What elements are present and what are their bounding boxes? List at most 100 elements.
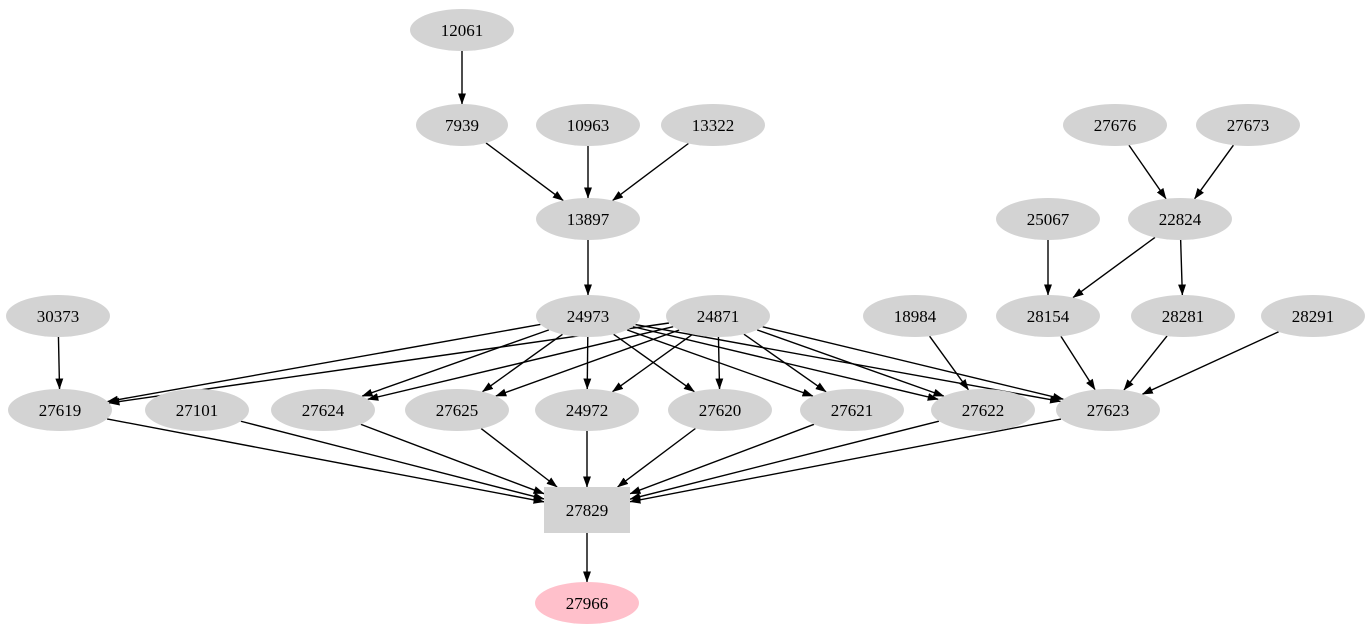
node-ellipse-shape <box>410 9 514 51</box>
node-label: 22824 <box>1159 210 1202 229</box>
node-label: 28154 <box>1027 307 1070 326</box>
node-label: 28281 <box>1162 307 1205 326</box>
graph-node-27620: 27620 <box>668 389 772 431</box>
node-ellipse-shape <box>668 389 772 431</box>
node-ellipse-shape <box>536 198 640 240</box>
node-ellipse-shape <box>536 104 640 146</box>
node-ellipse-shape <box>996 295 1100 337</box>
graph-node-27621: 27621 <box>800 389 904 431</box>
node-label: 13322 <box>692 116 735 135</box>
node-label: 7939 <box>445 116 479 135</box>
graph-edge-27621-27829 <box>629 423 815 495</box>
graph-node-27829: 27829 <box>544 487 630 533</box>
graph-edge-24973-27624 <box>361 329 550 397</box>
graph-node-10963: 10963 <box>536 104 640 146</box>
node-label: 10963 <box>567 116 610 135</box>
node-ellipse-shape <box>145 389 249 431</box>
graph-edge-22824-28281 <box>1178 239 1186 296</box>
graph-edge-13322-13897 <box>612 142 689 202</box>
graph-node-28281: 28281 <box>1131 295 1235 337</box>
graph-node-27623: 27623 <box>1056 389 1160 431</box>
node-ellipse-shape <box>931 389 1035 431</box>
node-label: 24972 <box>566 401 609 420</box>
node-label: 27625 <box>436 401 479 420</box>
graph-node-13322: 13322 <box>661 104 765 146</box>
graph-edge-24973-27623 <box>635 323 1062 404</box>
graph-edge-27676-22824 <box>1128 144 1167 200</box>
graph-edge-24871-27624 <box>367 325 674 401</box>
graph-edge-24973-27621 <box>626 329 814 397</box>
node-label: 27676 <box>1094 116 1137 135</box>
node-label: 18984 <box>894 307 937 326</box>
graph-edge-27622-27829 <box>629 420 940 501</box>
node-ellipse-shape <box>535 389 639 431</box>
graph-edge-22824-28154 <box>1072 236 1156 299</box>
graph-node-27676: 27676 <box>1063 104 1167 146</box>
graph-edge-30373-27619 <box>55 336 64 390</box>
graph-edge-24871-27623 <box>762 326 1064 401</box>
node-ellipse-shape <box>416 104 508 146</box>
graph-node-18984: 18984 <box>863 295 967 337</box>
graph-edge-28291-27623 <box>1141 331 1279 395</box>
graph-node-28154: 28154 <box>996 295 1100 337</box>
graph-edge-27625-27829 <box>480 428 558 488</box>
graph-node-27101: 27101 <box>145 389 249 431</box>
node-ellipse-shape <box>1063 104 1167 146</box>
node-label: 24973 <box>567 307 610 326</box>
graph-node-22824: 22824 <box>1128 198 1232 240</box>
graph-node-24972: 24972 <box>535 389 639 431</box>
graph-node-27619: 27619 <box>8 389 112 431</box>
node-ellipse-shape <box>536 295 640 337</box>
graph-edge-27623-27829 <box>629 418 1062 504</box>
node-label: 27624 <box>302 401 345 420</box>
node-ellipse-shape <box>863 295 967 337</box>
node-ellipse-shape <box>271 389 375 431</box>
graph-node-7939: 7939 <box>416 104 508 146</box>
graph-edge-27619-27829 <box>106 418 545 504</box>
graph-edge-28281-27623 <box>1123 335 1168 391</box>
graph-node-25067: 25067 <box>996 198 1100 240</box>
node-label: 27829 <box>566 501 609 520</box>
graph-node-27624: 27624 <box>271 389 375 431</box>
graph-edge-28154-27623 <box>1060 335 1096 391</box>
graph-node-24973: 24973 <box>536 295 640 337</box>
node-ellipse-shape <box>1131 295 1235 337</box>
graph-edge-27620-27829 <box>617 427 696 488</box>
node-box-shape <box>544 487 630 533</box>
node-ellipse-shape <box>535 582 639 624</box>
graph-edge-27673-22824 <box>1194 144 1234 200</box>
node-label: 13897 <box>567 210 610 229</box>
node-label: 27101 <box>176 401 219 420</box>
graph-node-13897: 13897 <box>536 198 640 240</box>
node-label: 27673 <box>1227 116 1270 135</box>
graph-node-27622: 27622 <box>931 389 1035 431</box>
node-label: 27621 <box>831 401 874 420</box>
node-label: 27966 <box>566 594 609 613</box>
graph-edge-18984-27622 <box>929 335 969 391</box>
node-ellipse-shape <box>666 295 770 337</box>
graph-node-28291: 28291 <box>1261 295 1365 337</box>
graph-edge-7939-13897 <box>485 142 564 202</box>
graph-node-27673: 27673 <box>1196 104 1300 146</box>
graph-edge-27624-27829 <box>360 423 545 495</box>
node-ellipse-shape <box>405 389 509 431</box>
node-label: 24871 <box>697 307 740 326</box>
node-label: 27623 <box>1087 401 1130 420</box>
node-ellipse-shape <box>8 389 112 431</box>
graph-edge-24973-27620 <box>613 333 695 393</box>
node-ellipse-shape <box>800 389 904 431</box>
graph-node-12061: 12061 <box>410 9 514 51</box>
node-ellipse-shape <box>1261 295 1365 337</box>
graph-node-30373: 30373 <box>6 295 110 337</box>
node-ellipse-shape <box>661 104 765 146</box>
node-label: 25067 <box>1027 210 1070 229</box>
node-layer: 12061 7939 10963 13322 27676 27673 13897 25067 2… <box>6 9 1365 624</box>
graph-edge-24871-27625 <box>495 329 680 397</box>
graph-edge-24973-27619 <box>107 323 541 404</box>
graph-edge-24871-27621 <box>743 333 827 393</box>
graph-node-24871: 24871 <box>666 295 770 337</box>
node-ellipse-shape <box>1128 198 1232 240</box>
node-ellipse-shape <box>1196 104 1300 146</box>
